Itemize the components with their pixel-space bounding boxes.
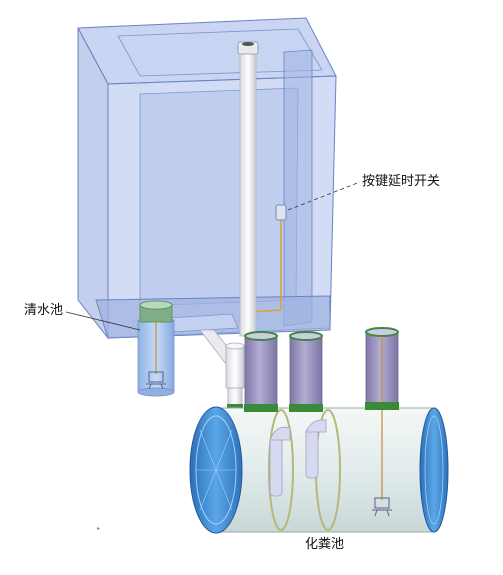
septic-tank: [215, 407, 435, 533]
tank-baffle-1: [268, 409, 294, 531]
clean-water-tank: [65, 300, 175, 397]
corner-mark: ▸: [97, 525, 100, 532]
septic-pump: [372, 497, 392, 517]
septic-left-endcap: [189, 406, 243, 534]
drain-green-ring: [227, 404, 243, 410]
septic-right-endcap: [419, 407, 449, 533]
push-button-switch: [275, 204, 287, 221]
vent-pipe: [237, 41, 259, 337]
filter-cylinder-1: [244, 331, 278, 412]
switch-leader-line: [287, 181, 361, 211]
filter-cylinder-2: [289, 331, 323, 412]
drain-connector: [199, 329, 245, 411]
clean-tank-pump: [146, 371, 166, 390]
filter-cylinder-3: [365, 327, 399, 410]
enclosure-roof-inner: [117, 28, 323, 77]
enclosure-inner-frame: [139, 87, 299, 307]
label-clean-water-tank: 清水池: [24, 303, 64, 318]
enclosure-partition: [283, 49, 313, 327]
label-push-button-delay-switch: 按键延时开关: [362, 174, 441, 189]
delay-switch-assembly: [247, 181, 361, 313]
transfer-pipe-1: [269, 426, 291, 497]
clean-tank-leader-line: [65, 311, 141, 331]
transfer-pipe-2: [305, 419, 327, 479]
enclosure: [77, 17, 337, 340]
label-septic-tank: 化粪池: [305, 537, 345, 552]
